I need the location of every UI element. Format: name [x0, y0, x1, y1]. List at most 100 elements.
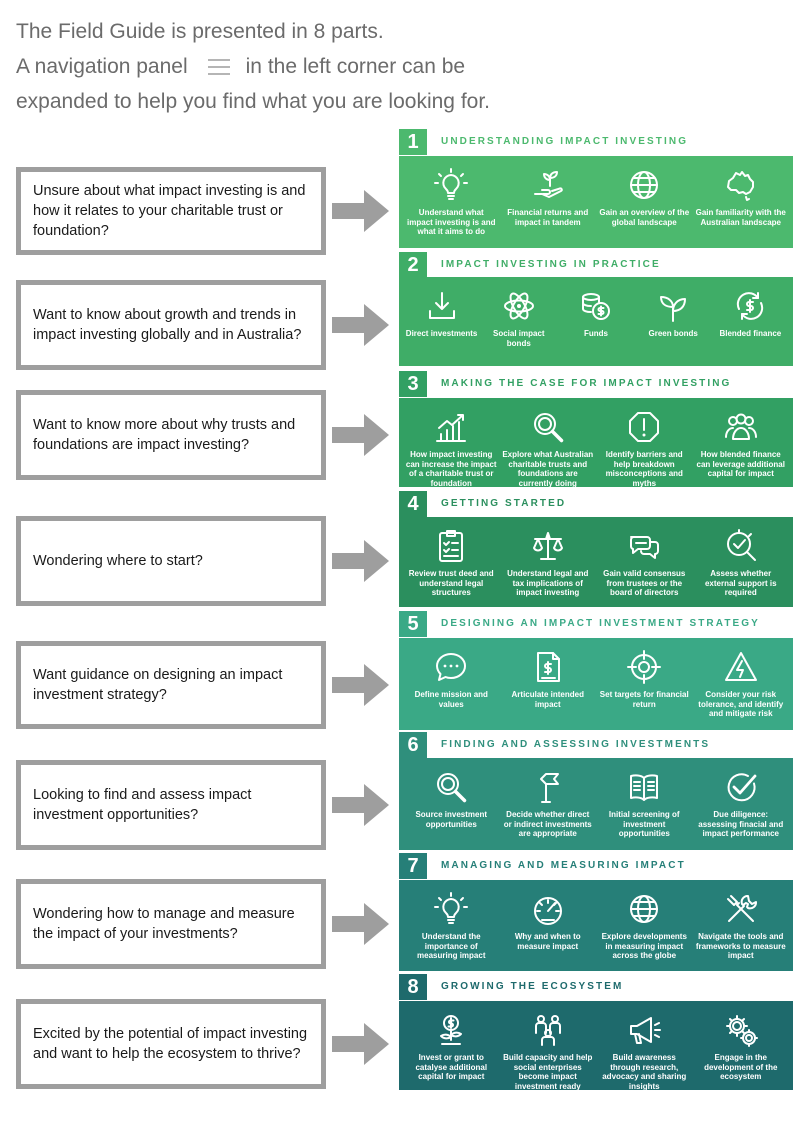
people-group-icon [724, 410, 758, 444]
section-item: Build awareness through research, advoca… [598, 1001, 690, 1091]
section-item: Set targets for financial return [598, 638, 690, 730]
section-1-panel: Understand what impact investing is and … [399, 156, 793, 248]
section-number: 5 [399, 611, 427, 637]
section-item-label: Explore developments in measuring impact… [601, 932, 687, 960]
hand-plant-icon [531, 168, 565, 202]
section-item: Build capacity and help social enterpris… [502, 1001, 594, 1091]
chat-bubble-icon [434, 650, 468, 684]
section-item: Explore what Australian charitable trust… [502, 398, 594, 488]
section-item-label: Explore what Australian charitable trust… [502, 450, 594, 488]
section-item: Direct investments [405, 277, 479, 366]
section-item-label: Gain familiarity with the Australian lan… [695, 208, 786, 227]
question-box[interactable]: Wondering where to start? [16, 516, 326, 606]
section-item: Assess whether external support is requi… [695, 517, 787, 607]
section-5-panel: Define mission and values Articulate inte… [399, 638, 793, 730]
question-box[interactable]: Looking to find and assess impact invest… [16, 760, 326, 850]
section-item: Source investment opportunities [405, 758, 497, 850]
section-item: Funds [559, 277, 633, 366]
right-arrow-icon [332, 903, 389, 945]
hamburger-menu-icon [207, 59, 230, 75]
section-item-label: Identify barriers and help breakdown mis… [605, 450, 683, 488]
question-text: Wondering where to start? [33, 553, 203, 569]
tools-icon [724, 892, 758, 926]
section-item-label: Decide whether direct or indirect invest… [503, 810, 592, 838]
section-item: Invest or grant to catalyse additional c… [405, 1001, 497, 1090]
lightbulb-icon [434, 168, 469, 202]
section-item-label: Blended finance [719, 329, 782, 338]
intro-line-3: expanded to help you find what you are l… [16, 90, 490, 113]
section-number: 4 [399, 491, 427, 517]
leaves-icon [656, 289, 690, 323]
section-item: Understand the importance of measuring i… [405, 880, 497, 971]
right-arrow-icon [332, 664, 389, 706]
section-item-label: Gain valid consensus from trustees or th… [603, 569, 686, 597]
magnifier-icon [434, 770, 468, 804]
right-arrow-icon [332, 540, 389, 582]
money-plant-icon [434, 1013, 468, 1047]
intro-line-2b: in the left corner can be [245, 55, 466, 78]
right-arrow-icon [332, 784, 389, 826]
alert-icon [627, 410, 661, 444]
section-item: Social impact bonds [482, 277, 556, 366]
section-number: 3 [399, 371, 427, 397]
section-4-header: 4 GETTING STARTED [399, 491, 793, 517]
question-box[interactable]: Excited by the potential of impact inves… [16, 999, 326, 1089]
section-item-label: Navigate the tools and frameworks to mea… [695, 932, 786, 960]
open-book-icon [627, 770, 661, 804]
section-number: 6 [399, 732, 427, 758]
section-item-label: Due diligence: assessing finacial and im… [698, 810, 784, 838]
dollar-cycle-icon [733, 289, 767, 323]
section-item-label: Engage in the development of the ecosyst… [704, 1053, 778, 1081]
question-box[interactable]: Wondering how to manage and measure the … [16, 879, 326, 969]
section-number: 8 [399, 974, 427, 1000]
section-item: Green bonds [636, 277, 710, 366]
section-item-label: Consider your risk tolerance, and identi… [698, 690, 784, 718]
question-box[interactable]: Unsure about what impact investing is an… [16, 167, 326, 255]
section-title: GETTING STARTED [441, 498, 567, 509]
section-item-label: How impact investing can increase the im… [405, 450, 497, 488]
section-title: UNDERSTANDING IMPACT INVESTING [441, 136, 689, 147]
section-item-label: Define mission and values [414, 690, 488, 709]
section-item: Explore developments in measuring impact… [598, 880, 690, 971]
section-item-label: Financial returns and impact in tandem [507, 208, 589, 227]
document-dollar-icon [531, 650, 565, 684]
question-text: Looking to find and assess impact invest… [33, 787, 252, 823]
section-item-label: Articulate intended impact [511, 690, 584, 709]
section-item: Consider your risk tolerance, and identi… [695, 638, 787, 730]
section-item-label: Build capacity and help social enterpris… [503, 1053, 593, 1091]
section-item-label: Understand what impact investing is and … [407, 208, 496, 236]
section-item: Understand what impact investing is and … [405, 156, 497, 248]
magnifier-check-icon [724, 529, 758, 563]
question-box[interactable]: Want to know about growth and trends in … [16, 280, 326, 370]
section-item-label: Source investment opportunities [415, 810, 488, 829]
section-item-label: Direct investments [405, 329, 478, 338]
team-icon [531, 1013, 565, 1047]
question-text: Wondering how to manage and measure the … [33, 906, 295, 942]
section-item-label: Social impact bonds [492, 329, 545, 348]
section-item: Gain an overview of the global landscape [598, 156, 690, 248]
section-8-panel: Invest or grant to catalyse additional c… [399, 1001, 793, 1091]
intro-text: The Field Guide is presented in 8 parts.… [16, 14, 616, 119]
section-item-label: Assess whether external support is requi… [704, 569, 777, 597]
section-3-panel: How impact investing can increase the im… [399, 398, 793, 488]
gears-icon [724, 1013, 758, 1047]
section-item: Gain familiarity with the Australian lan… [695, 156, 787, 248]
question-box[interactable]: Want guidance on designing an impact inv… [16, 641, 326, 729]
section-title: FINDING AND ASSESSING INVESTMENTS [441, 739, 711, 750]
checklist-icon [434, 529, 468, 563]
section-item-label: Why and when to measure impact [514, 932, 581, 951]
megaphone-icon [627, 1013, 662, 1047]
check-circle-icon [724, 770, 758, 804]
section-item: How blended finance can leverage additio… [695, 398, 787, 487]
section-item: Gain valid consensus from trustees or th… [598, 517, 690, 607]
section-item: Blended finance [713, 277, 787, 366]
target-icon [627, 650, 662, 684]
question-box[interactable]: Want to know more about why trusts and f… [16, 390, 326, 480]
section-item: Articulate intended impact [502, 638, 594, 730]
section-2-panel: Direct investments Social impact bonds Fun… [399, 277, 793, 366]
